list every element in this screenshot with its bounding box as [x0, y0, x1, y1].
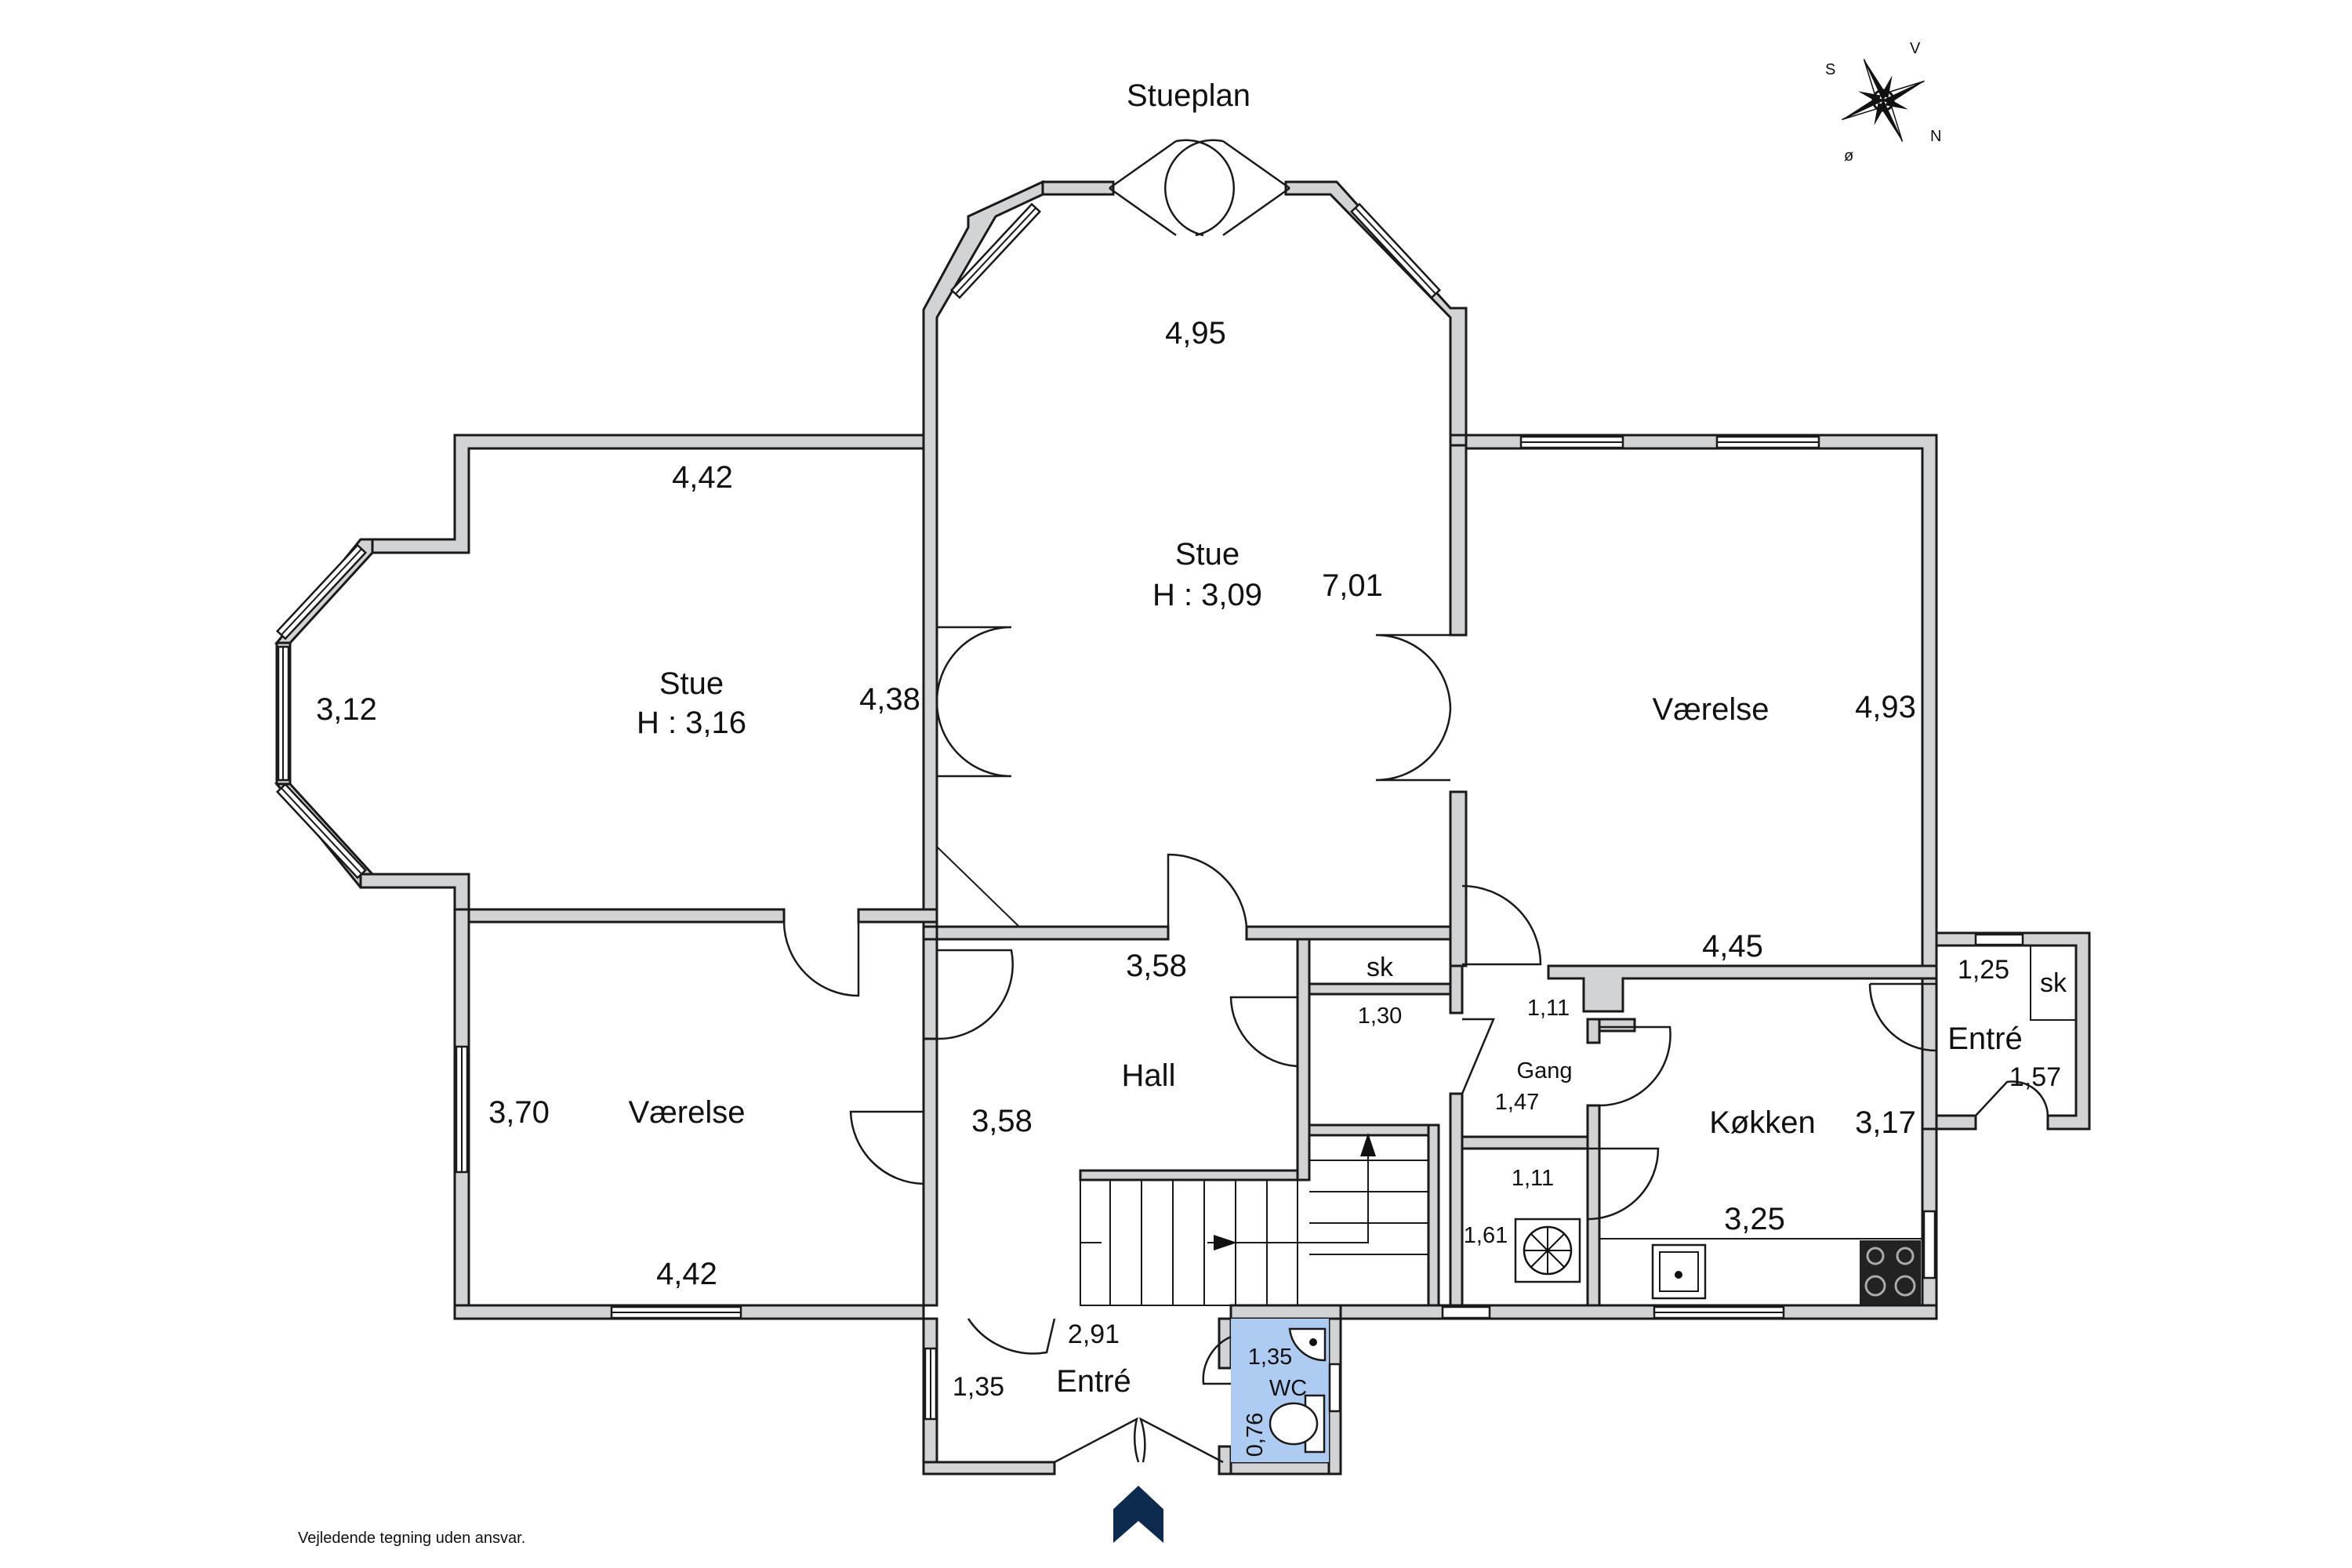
- wc-dim-top: 1,35: [1248, 1345, 1292, 1370]
- koekken-name: Køkken: [1709, 1105, 1816, 1140]
- hall-name: Hall: [1122, 1058, 1176, 1093]
- koekken-dim-bottom: 3,25: [1724, 1202, 1785, 1236]
- entre-main-dim-side: 1,35: [953, 1372, 1004, 1402]
- compass-n-label: N: [1930, 128, 1941, 145]
- stue-main-height: H : 3,09: [1152, 578, 1262, 612]
- stue-left-name: Stue: [659, 666, 724, 701]
- compass-o-label: ø: [1844, 147, 1853, 165]
- stue-main-dim-top: 4,95: [1165, 316, 1226, 350]
- vaerelse-right-dim-side: 4,93: [1855, 690, 1916, 724]
- stue-left-height: H : 3,16: [637, 706, 746, 740]
- vaerelse-left-dim-side: 3,70: [488, 1095, 550, 1130]
- entre-main-dim-top: 2,91: [1068, 1319, 1120, 1349]
- compass-v-label: V: [1910, 40, 1921, 57]
- vaerelse-right-dim-bottom: 4,45: [1702, 929, 1763, 964]
- vaerelse-left-dim-bottom: 4,42: [656, 1257, 717, 1291]
- sk-hall-dim: 1,30: [1358, 1004, 1402, 1029]
- gang-name: Gang: [1517, 1058, 1573, 1083]
- compass-icon: [1842, 59, 1925, 142]
- hall-dim-top: 3,58: [1126, 949, 1187, 983]
- entre-right-dim-side: 1,57: [2009, 1062, 2061, 1092]
- entre-right-name: Entré: [1947, 1022, 2023, 1056]
- entre-main-name: Entré: [1056, 1364, 1131, 1399]
- wc-name: WC: [1269, 1376, 1307, 1401]
- fixtures: [1269, 945, 2077, 1454]
- stue-left-dim-side: 4,38: [859, 682, 920, 717]
- stue-left-dim-top: 4,42: [672, 460, 733, 495]
- stue-left-dim-bay: 3,12: [316, 692, 377, 727]
- entre-right-dim-top: 1,25: [1958, 955, 2009, 985]
- bryggers-dim-top: 1,11: [1512, 1166, 1554, 1191]
- doors: [782, 139, 2049, 1464]
- walls: [274, 180, 2091, 1475]
- stairs: [1080, 1133, 1428, 1306]
- stue-main-name: Stue: [1175, 537, 1240, 572]
- compass-s-label: S: [1825, 61, 1835, 78]
- wc-dim-side: 0,76: [1243, 1413, 1268, 1457]
- windows: [275, 202, 2024, 1421]
- stue-main-dim-side: 7,01: [1322, 568, 1383, 603]
- sk-hall-name: sk: [1367, 953, 1394, 982]
- hall-dim-side: 3,58: [971, 1104, 1033, 1138]
- bryggers-dim-side: 1,61: [1464, 1223, 1508, 1248]
- entre-right-sk: sk: [2040, 968, 2067, 998]
- koekken-dim-side: 3,17: [1855, 1105, 1916, 1140]
- entry-arrow-icon: [1113, 1486, 1163, 1543]
- gang-dim-top: 1,11: [1527, 996, 1570, 1021]
- gang-dim-side: 1,47: [1495, 1090, 1539, 1115]
- vaerelse-left-name: Værelse: [629, 1095, 746, 1130]
- plan-title: Stueplan: [1127, 78, 1250, 113]
- vaerelse-right-name: Værelse: [1653, 692, 1769, 727]
- disclaimer-text: Vejledende tegning uden ansvar.: [298, 1530, 525, 1547]
